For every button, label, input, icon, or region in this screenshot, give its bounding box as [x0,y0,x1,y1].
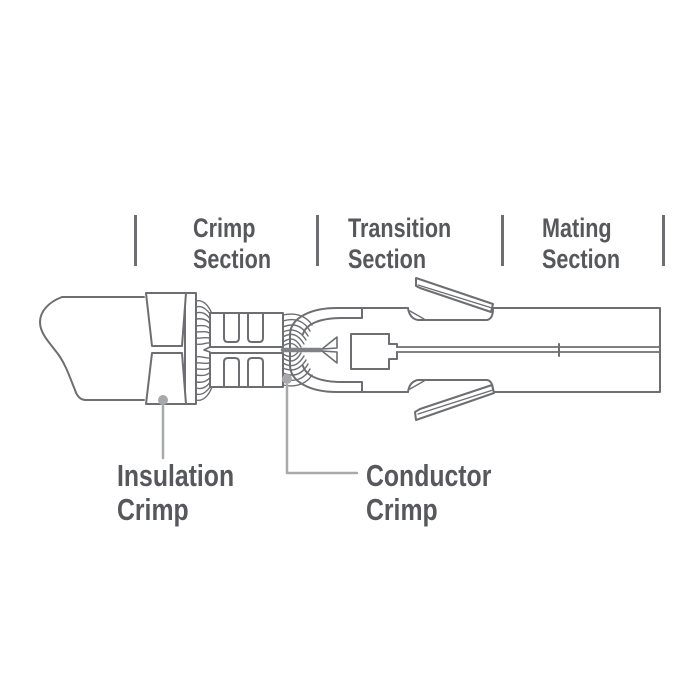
callout-line: Conductor [366,458,492,493]
section-label-crimp: Crimp Section [193,213,271,275]
callout-line: Crimp [366,492,438,527]
retention-lance-top [415,277,494,313]
section-label-line: Crimp [193,213,256,243]
section-divider [134,215,137,266]
section-label-mating: Mating Section [542,213,620,275]
section-label-line: Section [193,244,272,274]
section-divider [501,215,504,266]
arrow-glyph [321,336,338,350]
callout-leaders [158,374,359,475]
arrow-glyph [321,350,338,364]
callout-conductor-crimp: Conductor Crimp [366,459,491,527]
section-label-line: Section [348,244,427,274]
callout-line: Crimp [117,492,189,527]
section-label-transition: Transition Section [348,213,451,275]
callout-insulation-crimp: Insulation Crimp [117,459,234,527]
section-divider [662,215,665,266]
conductor-crimp-dot [282,374,292,384]
wire-insulation [39,296,145,401]
callout-line: Insulation [117,458,235,493]
mating-section-body [396,277,661,421]
insulation-crimp [145,292,197,405]
section-label-line: Mating [542,213,612,243]
transition-section-detail [280,307,409,393]
insulation-crimp-dot [158,395,168,405]
retention-lance-bottom [414,384,495,421]
section-label-line: Transition [348,213,452,243]
conductor-crimp [203,312,284,388]
conductor-crimp-leader [285,383,359,475]
section-divider [316,215,319,266]
section-label-line: Section [542,244,621,274]
